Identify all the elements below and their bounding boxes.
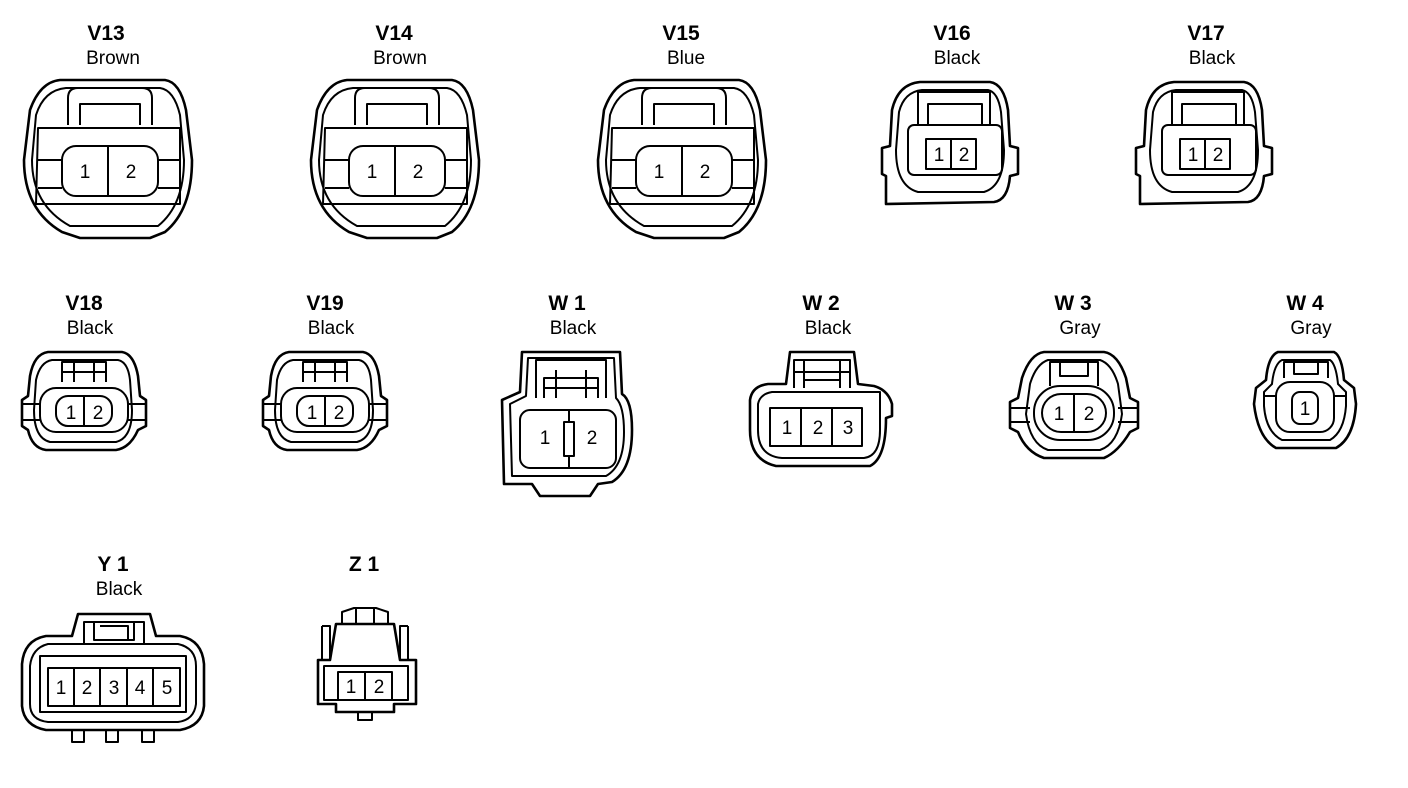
- connector-body: [1252, 350, 1358, 450]
- connector-id: V15: [662, 22, 700, 45]
- pin-label: 1: [1054, 404, 1065, 425]
- connector-body: [1134, 80, 1274, 206]
- pin-label: 1: [1300, 399, 1311, 420]
- connector-v19: V19 Black 1 2: [261, 292, 389, 452]
- connector-id: V18: [65, 292, 103, 315]
- connector-w4: W 4 Gray 1: [1252, 292, 1358, 450]
- pin-label: 4: [135, 678, 146, 699]
- pin-label: 1: [1188, 145, 1199, 166]
- connector-id: V13: [87, 22, 124, 45]
- pin-label: 1: [782, 418, 793, 439]
- pin-label: 1: [56, 678, 67, 699]
- pin-label: 2: [700, 162, 711, 183]
- connector-body: [596, 78, 768, 240]
- connector-v15: V15 Blue 1 2: [596, 22, 768, 240]
- connector-color: Brown: [373, 48, 427, 69]
- connector-color: Black: [934, 48, 981, 69]
- connector-v13: V13 Brown 1 2: [22, 22, 194, 240]
- connector-id: W 2: [802, 292, 839, 315]
- connector-body: [309, 78, 481, 240]
- connector-w1: W 1 Black 1 2: [500, 292, 634, 498]
- pin-label: 2: [587, 428, 598, 449]
- connector-body: [748, 350, 894, 468]
- connector-id: Z 1: [349, 553, 380, 576]
- pin-label: 2: [413, 162, 424, 183]
- connector-body: [500, 350, 634, 498]
- pin-label: 2: [374, 677, 385, 698]
- pin-label: 2: [93, 403, 104, 424]
- pin-label: 1: [934, 145, 945, 166]
- connector-body: [261, 350, 389, 452]
- pin-label: 3: [109, 678, 120, 699]
- connector-body: [880, 80, 1020, 206]
- pin-label: 2: [959, 145, 970, 166]
- pin-label: 1: [540, 428, 551, 449]
- connector-body: [1008, 350, 1140, 460]
- connector-id: W 3: [1054, 292, 1091, 315]
- connector-id: V16: [933, 22, 970, 45]
- connector-id: W 1: [548, 292, 586, 315]
- connector-color: Black: [1189, 48, 1236, 69]
- pin-label: 2: [82, 678, 93, 699]
- connector-z1: Z 1 1 2: [316, 553, 418, 721]
- pin-label: 1: [66, 403, 77, 424]
- pin-label: 1: [654, 162, 665, 183]
- connector-color: Blue: [667, 48, 705, 69]
- connector-id: Y 1: [97, 553, 128, 576]
- pin-label: 1: [307, 403, 318, 424]
- connector-y1: Y 1 Black 1 2 3 4 5: [20, 553, 206, 743]
- pin-label: 1: [80, 162, 91, 183]
- connector-color: Black: [308, 318, 355, 339]
- pin-label: 1: [367, 162, 378, 183]
- connector-color: Black: [67, 318, 114, 339]
- connector-v14: V14 Brown 1 2: [309, 22, 481, 240]
- pin-label: 2: [1084, 404, 1095, 425]
- connector-body: [22, 78, 194, 240]
- connector-v17: V17 Black 1 2: [1134, 22, 1274, 206]
- connector-body: [20, 612, 206, 743]
- connector-color: Brown: [86, 48, 140, 69]
- connector-color: Black: [550, 318, 597, 339]
- connector-color: Black: [805, 318, 852, 339]
- connector-w3: W 3 Gray 1 2: [1008, 292, 1140, 460]
- connector-color: Black: [96, 579, 143, 600]
- connector-id: V14: [375, 22, 413, 45]
- connector-id: V17: [1187, 22, 1224, 45]
- pin-label: 1: [346, 677, 357, 698]
- connector-v16: V16 Black 1 2: [880, 22, 1020, 206]
- connector-id: V19: [306, 292, 343, 315]
- connector-v18: V18 Black 1 2: [20, 292, 148, 452]
- pin-label: 2: [813, 418, 824, 439]
- pin-label: 5: [162, 678, 173, 699]
- connector-body: [20, 350, 148, 452]
- pin-label: 2: [334, 403, 345, 424]
- pin-label: 2: [126, 162, 137, 183]
- connector-id: W 4: [1286, 292, 1324, 315]
- connector-w2: W 2 Black 1 2 3: [748, 292, 894, 468]
- connector-color: Gray: [1290, 318, 1332, 339]
- pin-label: 3: [843, 418, 854, 439]
- connector-body: [316, 607, 418, 721]
- pin-label: 2: [1213, 145, 1224, 166]
- connector-color: Gray: [1059, 318, 1101, 339]
